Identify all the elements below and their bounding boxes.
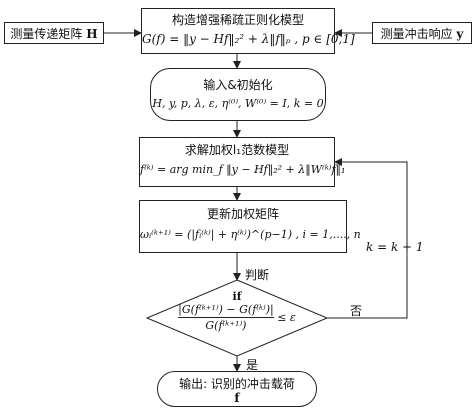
measurement-response-label: 测量冲击响应 xyxy=(380,27,453,41)
output-symbol: f xyxy=(234,391,240,405)
measurement-matrix-box: 测量传递矩阵 H xyxy=(4,22,104,44)
init-box: 输入&初始化 H, y, p, λ, ε, η⁽⁰⁾, W⁽⁰⁾ = I, k … xyxy=(150,68,326,121)
measurement-matrix-label: 测量传递矩阵 xyxy=(10,27,83,41)
measurement-response-box: 测量冲击响应 y xyxy=(372,22,472,44)
init-formula: H, y, p, λ, ε, η⁽⁰⁾, W⁽⁰⁾ = I, k = 0 xyxy=(152,97,324,110)
output-title: 输出: 识别的冲击载荷 xyxy=(179,377,295,391)
solve-formula: f⁽ᵏ⁾ = arg min_f ‖y − Hf‖₂² + λ‖W⁽ᵏ⁾f‖₁ xyxy=(140,163,346,176)
output-box: 输出: 识别的冲击载荷 f xyxy=(157,371,317,407)
no-label: 否 xyxy=(350,304,363,318)
decision-numerator: |G(f⁽ᵏ⁺¹⁾) − G(f⁽ᵏ⁾)| xyxy=(178,303,274,318)
yes-label: 是 xyxy=(246,358,259,372)
decision-label: 判断 xyxy=(245,268,270,282)
model-formula: G(f) = ‖y − Hf‖₂² + λ‖f‖ₚ , p ∈ [0,1] xyxy=(142,32,355,46)
solve-box: 求解加权l₁范数模型 f⁽ᵏ⁾ = arg min_f ‖y − Hf‖₂² +… xyxy=(139,137,346,187)
update-formula: ωᵢ⁽ᵏ⁺¹⁾ = (|fᵢ⁽ᵏ⁾| + η⁽ᵏ⁾)^(p−1) , i = 1… xyxy=(140,228,361,241)
model-box: 构造增强稀疏正则化模型 G(f) = ‖y − Hf‖₂² + λ‖f‖ₚ , … xyxy=(141,8,355,54)
response-symbol: y xyxy=(456,27,464,41)
decision-condition: if |G(f⁽ᵏ⁺¹⁾) − G(f⁽ᵏ⁾)| G(f⁽ᵏ⁺¹⁾) ≤ ε xyxy=(172,290,302,332)
decision-if: if xyxy=(232,290,242,303)
decision-denominator: G(f⁽ᵏ⁺¹⁾) xyxy=(205,319,247,332)
solve-title: 求解加权l₁范数模型 xyxy=(184,143,290,157)
update-title: 更新加权矩阵 xyxy=(206,207,279,221)
decision-threshold: ≤ ε xyxy=(277,311,296,324)
increment-label: k = k + 1 xyxy=(366,240,424,254)
update-box: 更新加权矩阵 ωᵢ⁽ᵏ⁺¹⁾ = (|fᵢ⁽ᵏ⁾| + η⁽ᵏ⁾)^(p−1) … xyxy=(139,200,361,253)
model-title: 构造增强稀疏正则化模型 xyxy=(171,13,304,27)
init-title: 输入&初始化 xyxy=(203,78,273,92)
arrow-loop-back xyxy=(327,158,408,319)
matrix-symbol: H xyxy=(86,27,98,41)
